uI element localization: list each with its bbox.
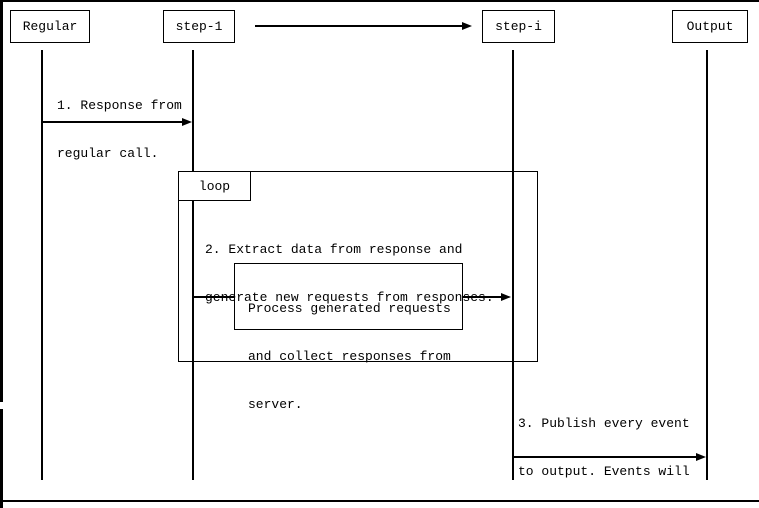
lifeline-regular: [41, 50, 43, 480]
actor-box-regular: Regular: [10, 10, 90, 43]
message-1-line-1: 1. Response from: [57, 98, 182, 113]
process-box-line-3: server.: [248, 397, 303, 412]
process-box-line-1: Process generated requests: [248, 301, 451, 316]
arrowhead-icon: [696, 453, 706, 461]
frame-border-bottom: [0, 500, 759, 502]
lifeline-step-1: [192, 50, 194, 480]
lifeline-output: [706, 50, 708, 480]
arrowhead-icon: [501, 293, 511, 301]
actor-label-output: Output: [686, 19, 734, 34]
loop-fragment-label: loop: [178, 171, 251, 201]
actor-box-output: Output: [672, 10, 748, 43]
message-2-line-1: 2. Extract data from response and: [205, 242, 463, 257]
message-1-arrow-line: [42, 121, 183, 123]
frame-border-left-upper: [0, 0, 3, 402]
frame-border-left-lower: [0, 409, 3, 508]
message-3-line-2: to output. Events will: [518, 464, 690, 479]
message-3-arrow-line: [513, 456, 697, 458]
message-2-line-2: generate new requests from responses.: [205, 290, 494, 305]
actor-box-step-1: step-1: [163, 10, 235, 43]
message-1-text: 1. Response from regular call.: [57, 66, 182, 194]
arrowhead-icon: [182, 118, 192, 126]
actor-box-step-i: step-i: [482, 10, 555, 43]
message-3-line-1: 3. Publish every event: [518, 416, 690, 431]
actor-label-step-i: step-i: [495, 19, 542, 34]
message-2-text: 2. Extract data from response and genera…: [205, 210, 494, 338]
process-box-line-2: and collect responses from: [248, 349, 451, 364]
loop-label-text: loop: [198, 178, 231, 194]
lifeline-step-i: [512, 50, 514, 480]
loop-fragment-frame: [178, 171, 538, 362]
message-1-line-2: regular call.: [57, 146, 159, 161]
process-box: Process generated requests and collect r…: [234, 263, 463, 412]
message-3-text: 3. Publish every event to output. Events…: [518, 384, 697, 508]
actor-label-step-1: step-1: [175, 19, 223, 34]
process-connector-left: [193, 296, 234, 298]
arrow-step1-to-stepi-line: [255, 25, 463, 27]
frame-border-top: [0, 0, 759, 2]
process-connector-right: [462, 296, 502, 298]
arrowhead-icon: [462, 22, 472, 30]
actor-label-regular: Regular: [22, 19, 78, 34]
